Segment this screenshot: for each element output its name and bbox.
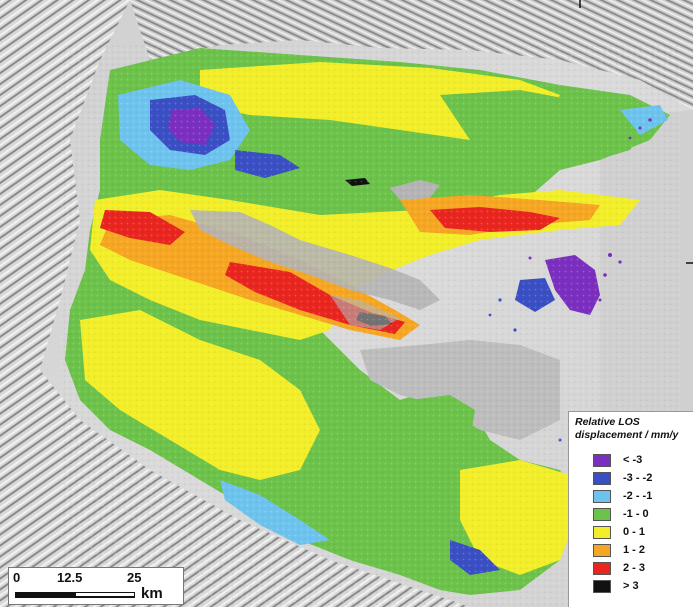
scale-segment-black [15,592,75,597]
legend-item-1-2: 1 - 2 [593,543,645,557]
legend-item-minus1-0: -1 - 0 [593,507,649,521]
relief-mountains-north [130,0,693,110]
legend-swatch [593,471,611,485]
scale-tick-0: 0 [13,570,21,585]
legend-label: 2 - 3 [623,562,646,574]
legend-label: -3 - -2 [623,472,653,484]
scale-tick-25: 25 [127,570,142,585]
legend-item-2-3: 2 - 3 [593,561,645,575]
legend-swatch [593,507,611,521]
legend-item-lt-minus3: < -3 [593,453,642,467]
legend-label: -1 - 0 [623,508,649,520]
legend: Relative LOS displacement / mm/y < -3 -3… [568,411,693,607]
legend-swatch [593,525,611,539]
legend-item-minus2-minus1: -2 - -1 [593,489,652,503]
legend-title: Relative LOS displacement / mm/y [575,416,678,442]
legend-swatch [593,561,611,575]
scale-segment-white [75,592,135,597]
legend-label: -2 - -1 [623,490,653,502]
legend-label: > 3 [623,580,639,592]
legend-title-line2: displacement / mm/y [575,429,679,441]
scale-unit: km [141,585,163,602]
legend-swatch [593,453,611,467]
legend-swatch [593,543,611,557]
legend-swatch [593,579,611,593]
legend-item-0-1: 0 - 1 [593,525,645,539]
legend-item-gt-3: > 3 [593,579,639,593]
scale-tick-12-5: 12.5 [57,570,83,585]
scale-bar: 0 12.5 25 km [8,567,184,605]
legend-swatch [593,489,611,503]
legend-label: 1 - 2 [623,544,646,556]
legend-label: 0 - 1 [623,526,646,538]
legend-item-minus3-minus2: -3 - -2 [593,471,652,485]
legend-title-line1: Relative LOS [575,416,640,428]
scale-baseline [15,597,135,598]
legend-label: < -3 [623,454,643,466]
